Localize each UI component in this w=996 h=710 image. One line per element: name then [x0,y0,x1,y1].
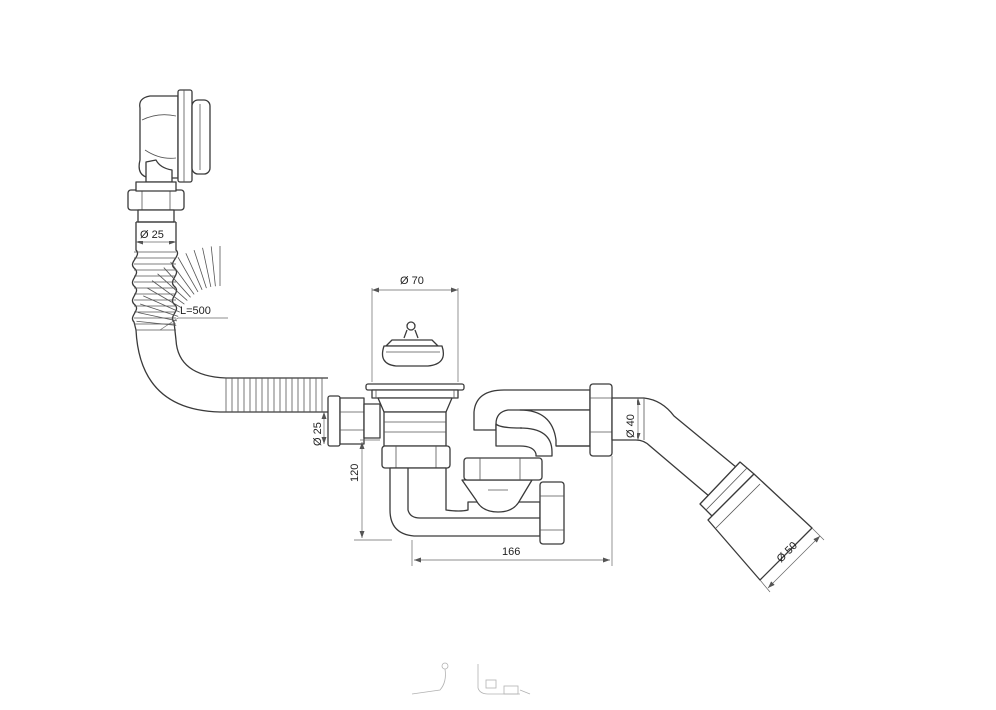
hose-ring [170,261,195,295]
trap-outlet-nut [539,481,565,545]
hose-ring [147,287,183,309]
outlet-nut [589,383,613,457]
hose-ring [143,295,180,313]
hose-ring [151,280,185,305]
inlet-diameter-label: Ø 25 [312,422,324,446]
inlet-diameter-dimension: Ø 25 [312,412,327,446]
hose-ring [136,320,177,326]
drain-diameter-dimension: Ø 70 [371,275,459,382]
flexible-hose [130,221,328,444]
outlet-bend [473,389,591,457]
hose-length-label: L=500 [180,305,211,317]
hose-ring [139,303,179,317]
hose-length-dimension: L=500 [159,305,228,331]
drain-plug [381,321,445,367]
trap-width-label: 166 [502,546,520,558]
hose-ring [193,249,207,289]
trap-height-dimension: 120 [349,439,392,541]
hose-ring [177,257,199,293]
outlet-diameter-dimension: Ø 40 [625,398,641,440]
hose-corrugation [134,246,323,412]
overflow-nut [127,181,185,223]
hose-ring [185,253,203,290]
side-inlet-coupling [327,395,381,447]
hose-ring [202,247,212,288]
overflow-head [138,89,211,183]
hose-ring [157,273,188,301]
hose-ring [163,267,191,298]
hose-diameter-dimension: Ø 25 [136,227,176,245]
hose-ring [137,312,178,322]
thumbnail-preview [411,662,531,695]
hose-ring [210,246,216,287]
hose-diameter-label: Ø 25 [140,229,164,241]
trap-width-dimension: 166 [411,456,613,566]
trap-body [389,457,543,537]
drain-flange [365,383,465,447]
drain-diameter-label: Ø 70 [400,275,424,287]
overflow-elbow [145,159,173,183]
drain-nut [381,445,451,469]
outlet-diameter-label: Ø 40 [625,414,637,438]
trap-height-label: 120 [349,464,361,482]
